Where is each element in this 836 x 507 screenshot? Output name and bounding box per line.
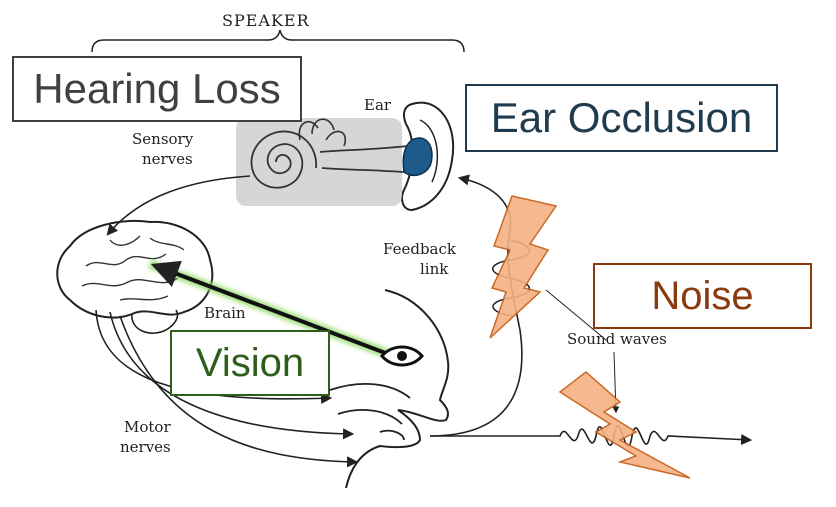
sensory-nerve-path [106,175,251,236]
eye-icon [380,345,424,367]
motor-nerve-path-2 [109,311,355,440]
ear-plug [402,137,433,177]
ear-inner-fold [419,119,439,183]
brain-outline [56,220,214,319]
ear-canal [319,145,409,173]
brain-label: Brain [204,304,246,322]
motor-nerve-path-1 [95,309,333,404]
vision-annotation: Vision [170,330,330,396]
head-outline [345,289,450,489]
sensory-nerves-label-2: nerves [142,150,193,168]
inner-ear-highlight [236,118,402,206]
feedback-link-label-1: Feedback [383,240,456,258]
mouth-outline [329,382,411,441]
lightning-bolt-icon [558,371,691,479]
speaker-label: SPEAKER [222,11,310,30]
lightning-bolt-icon [489,195,558,339]
noise-annotation: Noise [593,263,812,329]
vision-arrow [150,260,389,356]
cerebellum [131,309,179,334]
motor-nerve-path-3 [119,315,359,468]
feedback-link-label-2: link [420,260,449,278]
sensory-nerves-label-1: Sensory [132,130,194,148]
sound-waves-label: Sound waves [567,330,667,348]
motor-nerves-label-1: Motor [124,418,171,436]
ear-label: Ear [364,96,392,114]
ear-occlusion-annotation: Ear Occlusion [465,84,778,152]
speaker-bracket [91,29,465,53]
cochlea-spiral [250,130,317,189]
brain-folds [81,235,185,301]
hearing-loss-annotation: Hearing Loss [12,56,302,122]
motor-nerves-label-2: nerves [120,438,171,456]
semicircular-canals [298,118,347,147]
